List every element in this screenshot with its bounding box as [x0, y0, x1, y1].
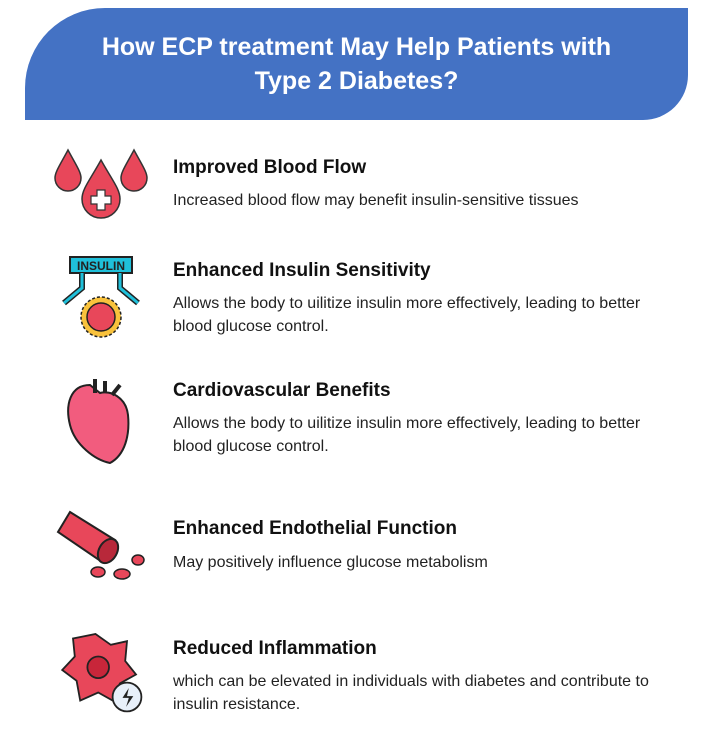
insulin-icon: INSULIN	[62, 256, 140, 338]
heart-icon	[67, 379, 130, 465]
item-description: May positively influence glucose metabol…	[173, 554, 488, 571]
header-banner: How ECP treatment May Help Patients with…	[25, 8, 688, 120]
item-description: Allows the body to uilitize insulin more…	[173, 415, 641, 455]
blood-drops-icon	[54, 148, 148, 219]
item-description: Increased blood flow may benefit insulin…	[173, 192, 579, 209]
item-description: Allows the body to uilitize insulin more…	[173, 295, 641, 335]
insulin-label: INSULIN	[77, 259, 125, 273]
page-title: How ECP treatment May Help Patients with…	[101, 33, 612, 95]
item-title: Improved Blood Flow	[173, 157, 367, 178]
item-title: Cardiovascular Benefits	[173, 380, 391, 401]
inflamed-cell-icon	[60, 633, 143, 713]
item-description: which can be elevated in individuals wit…	[173, 673, 649, 713]
blood-vessel-icon	[56, 510, 145, 580]
item-title: Reduced Inflammation	[173, 638, 377, 659]
item-title: Enhanced Insulin Sensitivity	[173, 260, 431, 281]
item-title: Enhanced Endothelial Function	[173, 518, 457, 539]
